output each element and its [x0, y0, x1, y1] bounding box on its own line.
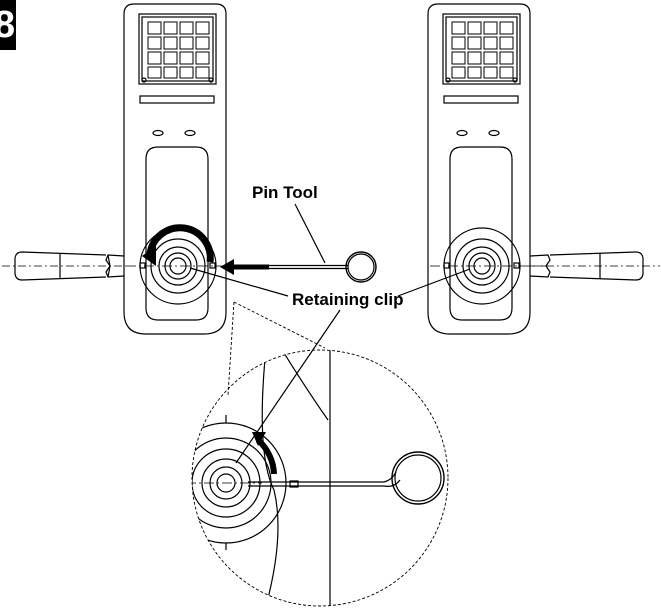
left-keypad [138, 13, 217, 85]
clip-leader-right [397, 268, 471, 297]
detail-callout [227, 301, 326, 396]
detail-rotation-arrowhead [252, 432, 266, 446]
pin-tool-label: Pin Tool [252, 183, 318, 202]
left-led-1 [152, 129, 164, 137]
right-lever [529, 251, 660, 281]
right-keypad [442, 13, 521, 85]
left-lock-body [123, 3, 227, 335]
detail-view [191, 349, 449, 607]
detail-border [191, 349, 449, 607]
left-inner-panel [145, 146, 209, 321]
right-led-1 [456, 129, 468, 137]
right-card-slot [443, 95, 519, 104]
right-led-2 [488, 129, 500, 137]
left-rotation-arrow [146, 224, 214, 263]
detail-rotation-arrow [255, 437, 277, 475]
pin-tool-leader [294, 203, 326, 264]
retaining-clip-label: Retaining clip [292, 290, 403, 309]
clip-leader-left [189, 267, 289, 297]
detail-pin-tool [248, 451, 445, 505]
step-number: 8 [0, 4, 15, 46]
right-lock-body [427, 3, 531, 335]
clip-leader-detail [235, 309, 341, 464]
left-lever [2, 251, 126, 281]
left-rotation-arrowhead [142, 246, 156, 266]
left-lock [123, 3, 227, 335]
left-led-2 [184, 129, 196, 137]
left-card-slot [139, 95, 215, 104]
right-inner-panel [449, 146, 513, 321]
right-lock [427, 3, 548, 335]
insert-arrow [220, 259, 269, 275]
step-badge: 8 [0, 0, 16, 50]
